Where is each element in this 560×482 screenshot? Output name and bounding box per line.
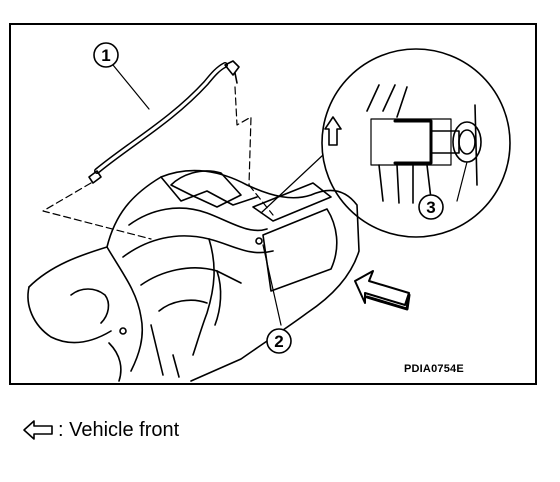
legend: : Vehicle front	[22, 418, 179, 442]
leader-part-2	[262, 244, 282, 326]
callout-2	[266, 328, 292, 354]
leader-lines	[42, 86, 274, 240]
hose-part	[88, 60, 240, 184]
figure-frame: 1 2 3 PDIA0754E	[9, 23, 537, 385]
diagram-illustration: 1 2 3	[27, 42, 511, 382]
callout-number-2: 2	[274, 332, 283, 351]
intake-assembly	[27, 169, 360, 382]
callout-1	[93, 42, 150, 110]
callout-number-3: 3	[426, 198, 435, 217]
detail-view	[260, 48, 511, 238]
legend-text: : Vehicle front	[58, 418, 180, 441]
callout-number-1: 1	[101, 46, 110, 65]
callout-3	[418, 194, 444, 220]
figure-code: PDIA0754E	[404, 363, 464, 375]
front-arrow-icon	[23, 420, 53, 440]
direction-arrow	[354, 270, 411, 311]
